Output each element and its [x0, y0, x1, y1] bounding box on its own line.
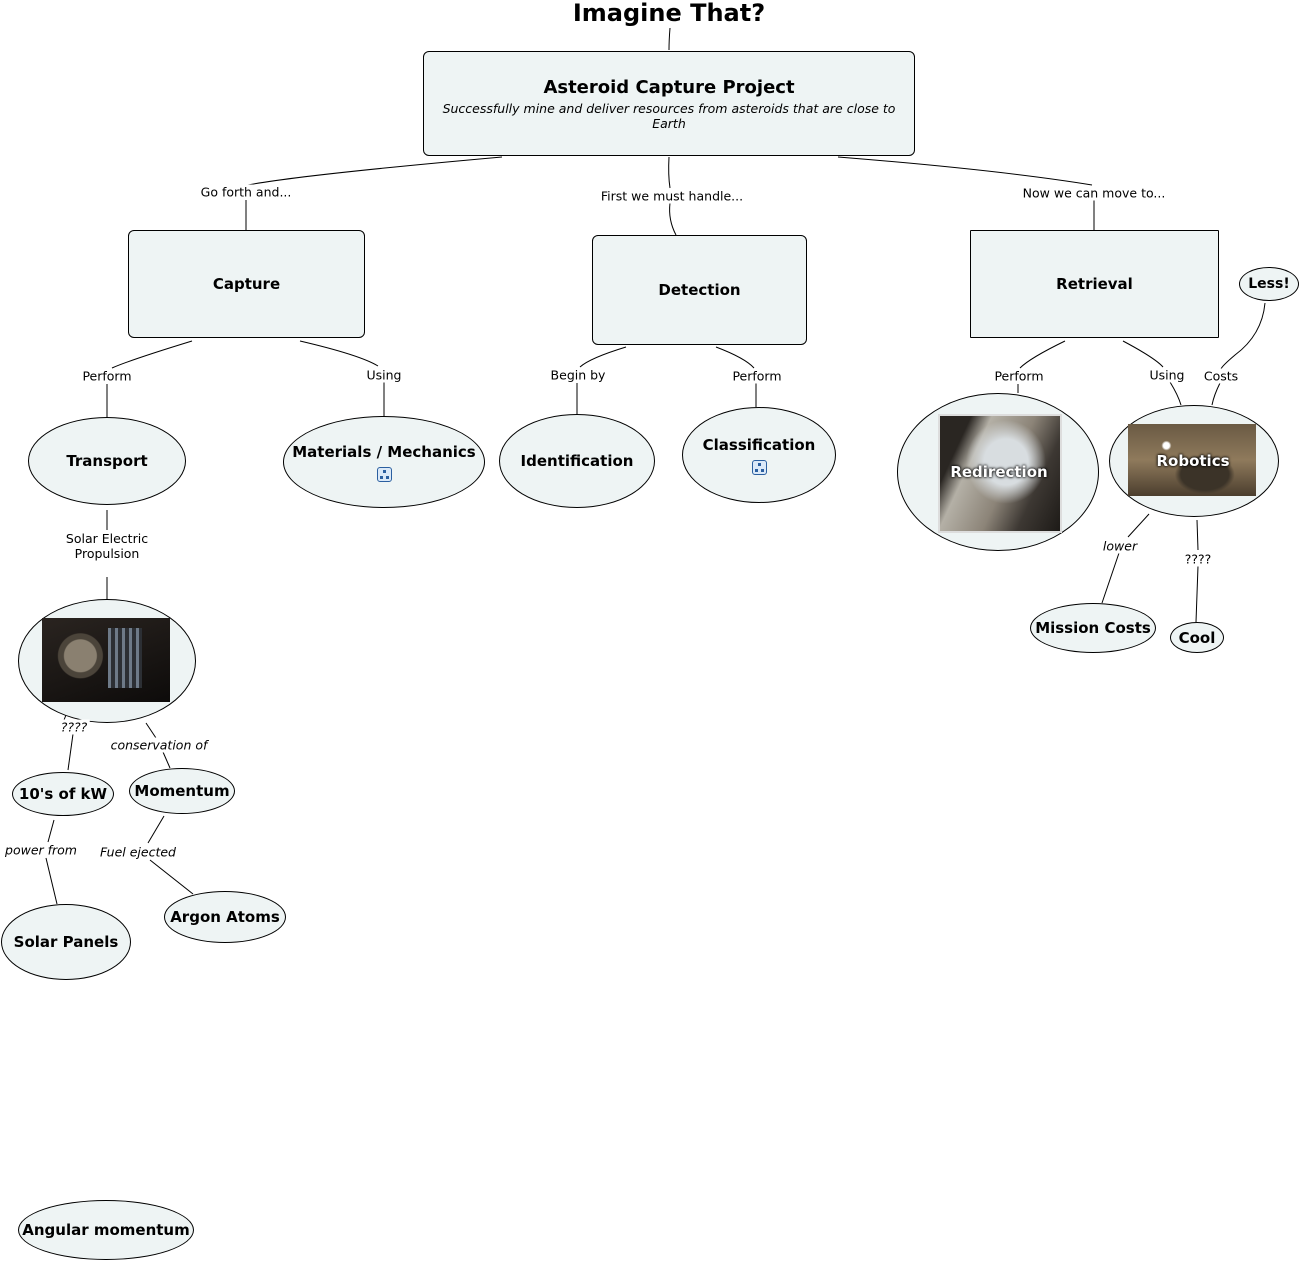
edge-power-solar — [45, 857, 58, 905]
edge-unknown-kw — [67, 733, 74, 771]
edge-less-costs — [1220, 302, 1266, 370]
edge-root-first-handle — [668, 156, 671, 189]
link-capture-using[interactable]: Using — [364, 367, 404, 383]
link-retrieval-using[interactable]: Using — [1147, 367, 1187, 383]
edge-spacecraft-conservation — [145, 722, 157, 739]
node-robotics-label: Robotics — [1156, 452, 1230, 470]
edge-retrieval-using — [1122, 340, 1164, 368]
submap-icon[interactable] — [376, 466, 392, 482]
edge-capture-perform — [111, 340, 193, 369]
node-materials-mechanics-label: Materials / Mechanics — [292, 442, 476, 461]
node-momentum-label: Momentum — [134, 782, 230, 800]
node-identification-label: Identification — [520, 452, 634, 470]
node-retrieval[interactable]: Retrieval — [970, 230, 1219, 338]
node-cool-label: Cool — [1178, 628, 1216, 647]
node-angular-momentum-label: Angular momentum — [22, 1221, 190, 1239]
link-first-handle[interactable]: First we must handle... — [598, 188, 746, 204]
node-detection[interactable]: Detection — [592, 235, 807, 345]
link-fuel-ejected[interactable]: Fuel ejected — [98, 844, 178, 860]
link-power-from[interactable]: power from — [3, 842, 79, 858]
node-angular-momentum[interactable]: Angular momentum — [18, 1200, 194, 1260]
node-detection-label: Detection — [658, 281, 741, 299]
link-solar-electric-propulsion[interactable]: Solar Electric Propulsion — [63, 531, 151, 561]
map-title: Imagine That? — [572, 0, 766, 27]
node-argon-atoms-label: Argon Atoms — [170, 908, 280, 926]
edge-detection-perform — [715, 346, 755, 369]
node-less[interactable]: Less! — [1239, 267, 1299, 301]
edge-root-go-forth — [247, 156, 503, 186]
node-tens-of-kw[interactable]: 10's of kW — [12, 772, 114, 816]
edge-conservation-momentum — [162, 751, 171, 769]
link-retrieval-perform[interactable]: Perform — [992, 368, 1046, 384]
node-retrieval-label: Retrieval — [1056, 275, 1133, 293]
edge-robotics-lower — [1127, 513, 1150, 538]
node-classification[interactable]: Classification — [682, 407, 836, 503]
edge-using-robotics — [1169, 381, 1182, 406]
node-capture-label: Capture — [212, 275, 281, 293]
node-momentum[interactable]: Momentum — [129, 768, 235, 814]
node-tens-of-kw-label: 10's of kW — [18, 785, 108, 803]
link-costs[interactable]: Costs — [1201, 368, 1241, 384]
node-transport[interactable]: Transport — [28, 417, 186, 505]
node-materials-mechanics[interactable]: Materials / Mechanics — [283, 416, 485, 508]
link-capture-perform[interactable]: Perform — [80, 368, 134, 384]
edge-capture-using — [299, 340, 379, 367]
edge-costs-robotics — [1211, 382, 1221, 406]
edge-root-title — [668, 27, 671, 51]
node-identification[interactable]: Identification — [499, 414, 655, 508]
link-conservation-of[interactable]: conservation of — [108, 737, 210, 753]
node-less-label: Less! — [1248, 276, 1290, 292]
edge-momentum-fuel — [147, 815, 165, 844]
edge-first-handle-detection — [669, 202, 677, 236]
spacecraft-photo — [42, 618, 170, 702]
link-go-forth[interactable]: Go forth and... — [198, 184, 294, 200]
root-node-asteroid-capture-project[interactable]: Asteroid Capture Project Successfully mi… — [423, 51, 915, 156]
edge-root-now-move — [837, 156, 1093, 186]
link-detection-perform[interactable]: Perform — [730, 368, 784, 384]
link-begin-by[interactable]: Begin by — [548, 367, 608, 383]
link-lower[interactable]: lower — [1100, 538, 1140, 554]
edge-retrieval-perform — [1019, 340, 1066, 369]
redirection-photo — [938, 414, 1062, 533]
node-classification-label: Classification — [702, 435, 816, 454]
node-mission-costs-label: Mission Costs — [1035, 619, 1151, 637]
link-now-move[interactable]: Now we can move to... — [1020, 185, 1168, 201]
link-spacecraft-unknown[interactable]: ???? — [58, 719, 90, 735]
edge-kw-power — [47, 819, 55, 843]
node-capture[interactable]: Capture — [128, 230, 365, 338]
edge-unknown-cool — [1195, 565, 1199, 623]
edge-lower-mission — [1101, 552, 1120, 604]
node-solar-panels[interactable]: Solar Panels — [1, 904, 131, 980]
edge-fuel-argon — [149, 859, 194, 895]
edge-robotics-unknown — [1196, 519, 1199, 551]
link-sep-line1: Solar Electric — [65, 531, 149, 546]
node-cool[interactable]: Cool — [1170, 622, 1224, 653]
root-node-title: Asteroid Capture Project — [543, 76, 795, 98]
node-solar-panels-label: Solar Panels — [13, 933, 119, 951]
submap-icon[interactable] — [751, 459, 767, 475]
node-mission-costs[interactable]: Mission Costs — [1030, 603, 1156, 653]
link-robotics-unknown[interactable]: ???? — [1182, 551, 1214, 567]
link-sep-line2: Propulsion — [74, 546, 140, 561]
node-argon-atoms[interactable]: Argon Atoms — [164, 891, 286, 943]
robotics-photo — [1128, 424, 1256, 496]
root-node-subtitle: Successfully mine and deliver resources … — [442, 100, 896, 131]
node-redirection-label: Redirection — [950, 463, 1048, 481]
node-transport-label: Transport — [66, 452, 148, 470]
edge-detection-begin — [579, 346, 627, 368]
